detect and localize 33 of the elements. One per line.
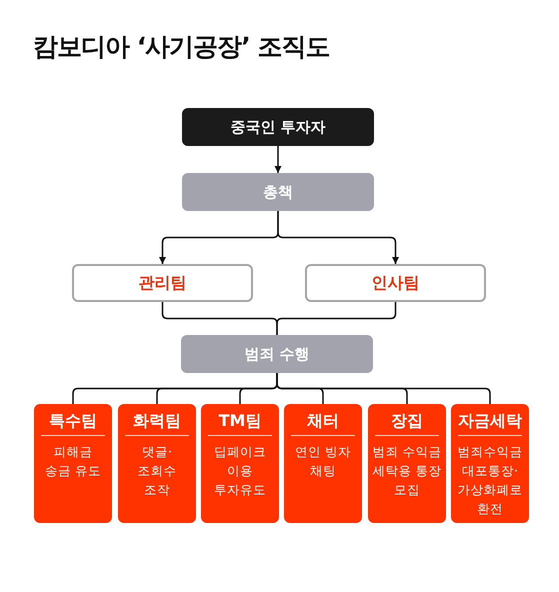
team-description: 범죄수익금 대포통장·가상화폐로 환전 <box>456 443 524 518</box>
team-description: 딥페이크 이용 투자유도 <box>213 443 267 499</box>
team-description: 피해금 송금 유도 <box>45 443 101 480</box>
arrow <box>277 211 399 264</box>
team-description: 댓글·조회수 조작 <box>136 443 178 499</box>
team-description: 연인 빙자 채팅 <box>295 443 351 480</box>
team-card <box>451 404 529 523</box>
diagram-title: 캄보디아 ‘사기공장’ 조직도 <box>33 31 330 63</box>
team-name: 장집 <box>391 410 423 432</box>
team-box <box>305 264 486 302</box>
team-name: TM팀 <box>218 410 262 432</box>
team-card <box>201 404 279 523</box>
team-card <box>368 404 446 523</box>
team-card <box>34 404 112 523</box>
team-card <box>118 404 196 523</box>
team-box <box>72 264 253 302</box>
connector-line <box>276 302 396 335</box>
team-name: 특수팀 <box>49 410 97 432</box>
process-box <box>181 335 373 373</box>
process-box <box>182 173 374 211</box>
node-label: 범죄 수행 <box>244 344 310 364</box>
team-card <box>284 404 362 523</box>
investor-box <box>182 108 374 146</box>
team-name: 자금세탁 <box>458 410 522 432</box>
team-name: 화력팀 <box>133 410 181 432</box>
connector-line <box>276 373 491 404</box>
node-label: 중국인 투자자 <box>230 118 326 136</box>
team-description: 범죄 수익금 세탁용 통장 모집 <box>372 443 442 499</box>
node-label: 인사팀 <box>372 272 420 294</box>
node-label: 총책 <box>263 182 293 202</box>
arrow <box>274 146 282 173</box>
node-label: 관리팀 <box>138 272 186 294</box>
team-name: 채터 <box>307 410 339 432</box>
